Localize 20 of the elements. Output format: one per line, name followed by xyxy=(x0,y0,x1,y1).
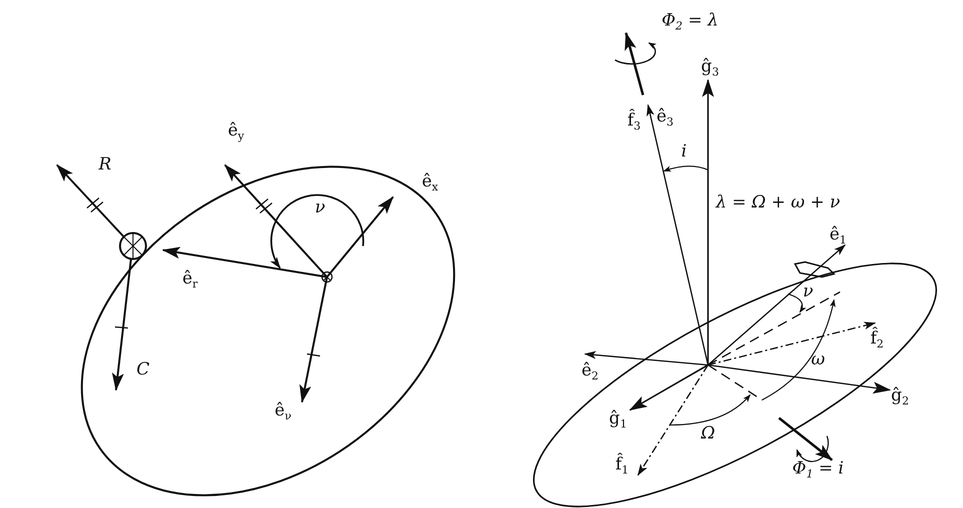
angle-label: Ω xyxy=(700,426,716,442)
angle-label: ν xyxy=(314,200,326,216)
equation-label: λ = Ω + ω + ν xyxy=(716,194,840,212)
vector-label: ê$_{2}$ xyxy=(581,362,599,382)
vector-label: ê$_{x}$ xyxy=(422,173,438,193)
equation-label: Φ$_{1}$ = i xyxy=(792,460,844,480)
angle-label: ω xyxy=(811,352,825,368)
vector-label: R xyxy=(98,156,112,174)
angle-label: ν xyxy=(802,284,814,300)
vector-label: ê$_{y}$ xyxy=(228,122,244,142)
angle-label: i xyxy=(681,144,687,160)
vector-label: ĝ$_{1}$ xyxy=(609,410,627,430)
vector-label: ê$_{ν}$ xyxy=(274,402,292,422)
vector-label: ĝ$_{3}$ xyxy=(701,58,719,78)
vector-label: ê$_{3}$ xyxy=(656,108,674,128)
vector-label: ê$_{r}$ xyxy=(182,270,198,290)
vector-label: C xyxy=(136,362,150,378)
equation-label: Φ$_{2}$ = λ xyxy=(662,12,718,32)
vector-label: ĝ$_{2}$ xyxy=(891,387,909,407)
vector-label: ê$_{1}$ xyxy=(829,226,847,246)
